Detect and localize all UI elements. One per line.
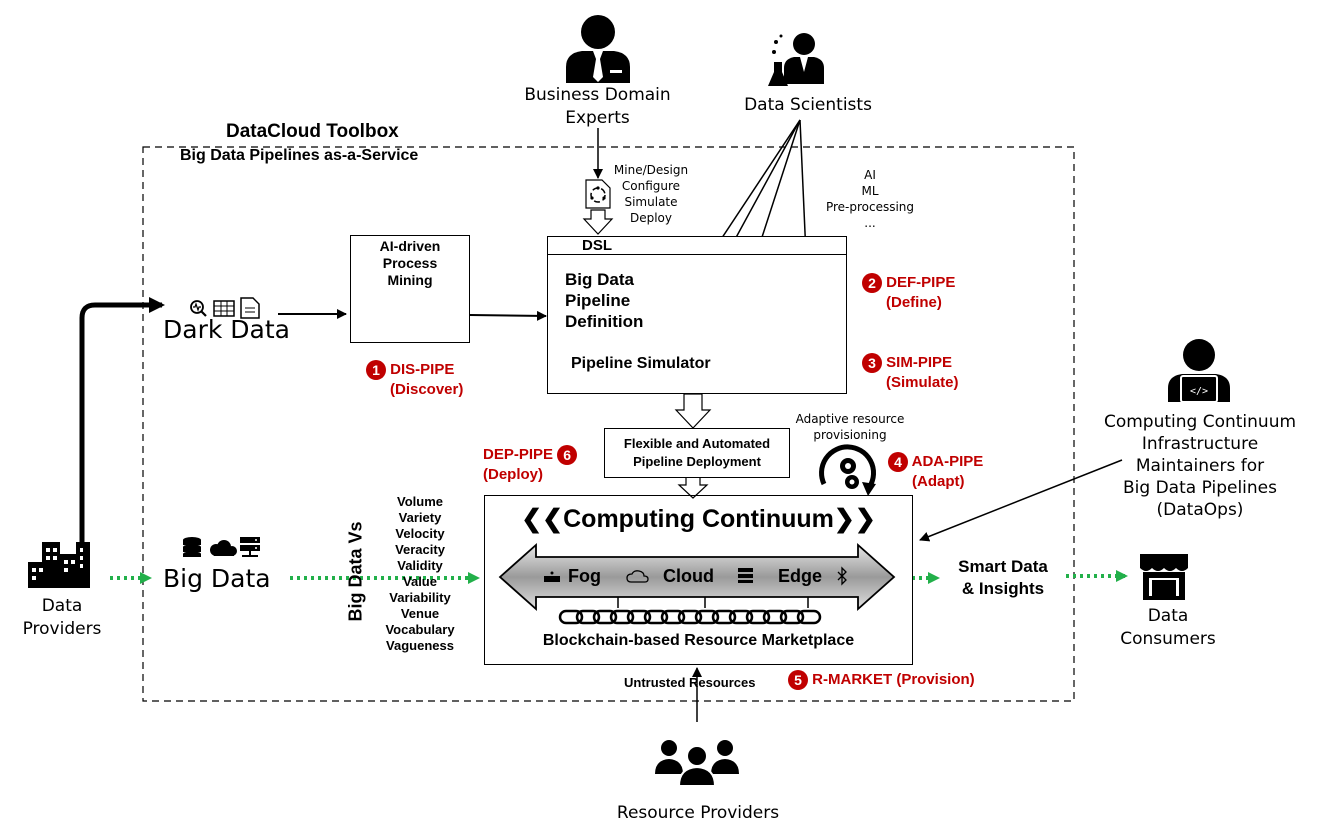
computing-continuum-box: ❮❮Computing Continuum❯❯ Fog Cloud Edge B… xyxy=(484,495,913,665)
mining-to-dsl-arrow xyxy=(469,310,547,321)
table-icon xyxy=(213,300,235,317)
fog-label: Fog xyxy=(568,566,601,586)
business-person-icon xyxy=(566,15,630,83)
server-icon xyxy=(240,537,260,557)
chain-icon xyxy=(558,609,822,625)
step-dis-pipe: 1 DIS-PIPE (Discover) xyxy=(366,360,463,399)
bluetooth-icon xyxy=(837,566,847,586)
dsl-to-deploy-arrow xyxy=(674,393,712,429)
edge-label: Edge xyxy=(778,566,823,586)
toolbox-border xyxy=(142,146,1075,702)
maintainers-arrow xyxy=(919,459,1123,542)
wifi-router-icon xyxy=(544,571,560,582)
resource-providers-label: Resource Providers xyxy=(616,803,780,823)
buildings-icon xyxy=(28,542,90,588)
big-data-label: Big Data xyxy=(163,564,271,593)
cloud-label: Cloud xyxy=(663,566,714,586)
data-flow-green xyxy=(110,570,1128,584)
people-group-icon xyxy=(655,740,739,787)
scientist-icon xyxy=(768,33,824,86)
design-hollow-arrow xyxy=(582,209,614,235)
developer-icon: </> xyxy=(1168,339,1230,403)
toolbox-title: DataCloud Toolbox xyxy=(226,121,399,142)
pipeline-simulator-label: Pipeline Simulator xyxy=(571,355,711,372)
step-ada-pipe: 4 ADA-PIPE (Adapt) xyxy=(888,452,983,491)
smart-data-label: Smart Data& Insights xyxy=(958,557,1048,598)
search-icon xyxy=(190,300,207,317)
data-scientists-label: Data Scientists xyxy=(744,95,872,115)
continuum-title: ❮❮Computing Continuum❯❯ xyxy=(521,505,876,533)
gears-icon xyxy=(819,444,876,496)
toolbox-subtitle: Big Data Pipelines as-a-Service xyxy=(180,147,419,164)
step-r-market: 5 R-MARKET (Provision) xyxy=(788,670,975,691)
store-icon xyxy=(1140,554,1188,600)
server-icon xyxy=(738,568,753,583)
step-sim-pipe: 3 SIM-PIPE (Simulate) xyxy=(862,353,959,392)
step-dep-pipe: DEP-PIPE 6 (Deploy) xyxy=(483,445,578,484)
continuum-band xyxy=(498,542,896,612)
database-icon xyxy=(183,537,201,557)
untrusted-resources-label: Untrusted Resources xyxy=(624,675,756,690)
document-icon xyxy=(240,297,260,319)
cloud-icon xyxy=(626,570,649,583)
cloud-icon xyxy=(210,540,237,556)
cycle-icon xyxy=(585,179,611,209)
dark-data-label: Dark Data xyxy=(163,315,290,344)
marketplace-label: Blockchain-based Resource Marketplace xyxy=(542,632,855,649)
svg-text:</>: </> xyxy=(1190,386,1208,397)
provider-to-dark-arrow xyxy=(79,297,165,548)
step-def-pipe: 2 DEF-PIPE (Define) xyxy=(862,273,955,312)
